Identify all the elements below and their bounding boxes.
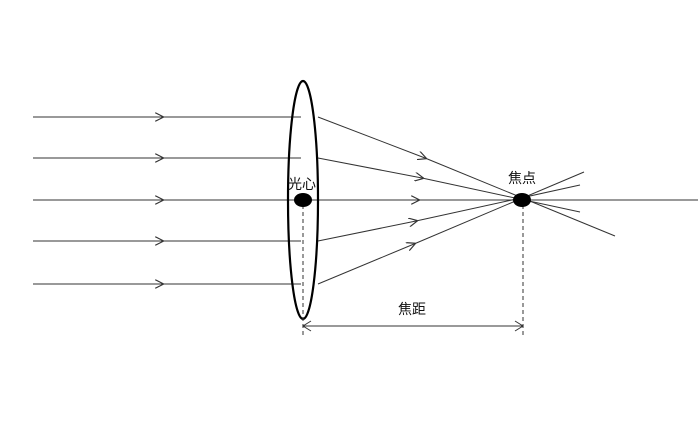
incoming-rays — [33, 117, 301, 284]
focal-point-label: 焦点 — [508, 171, 536, 187]
focal-length-label: 焦距 — [398, 302, 426, 318]
refracted-ray-4 — [317, 221, 416, 242]
optical-center-dot — [294, 193, 312, 207]
focal-length-dimension — [302, 320, 524, 332]
refracted-ray-2 — [317, 157, 422, 178]
refracted-ray-5 — [317, 244, 414, 285]
refracted-ray-1 — [317, 116, 425, 158]
optical-center-label: 光心 — [288, 177, 316, 193]
focal-point-dot — [513, 193, 531, 207]
